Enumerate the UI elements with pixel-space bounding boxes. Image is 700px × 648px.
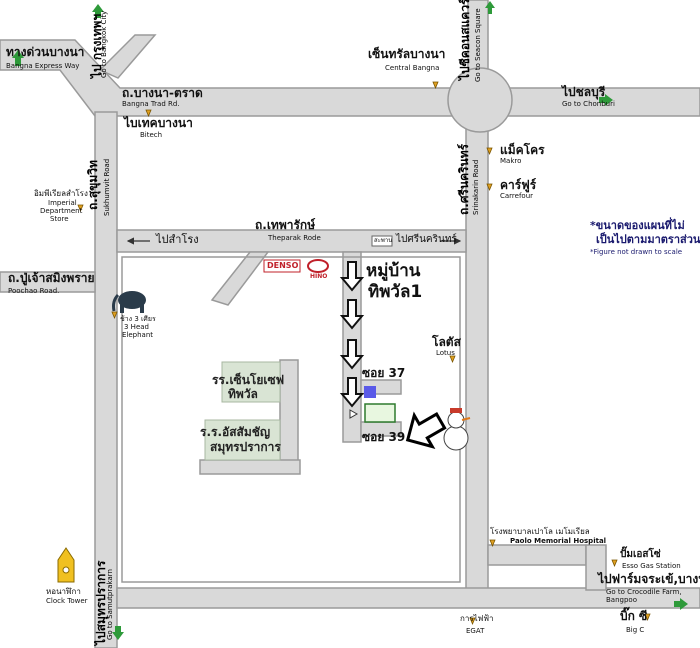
carrefour-en: Carrefour <box>500 192 534 200</box>
central-en: Central Bangna <box>385 64 440 72</box>
bangna-expressway-label: ทางด่วนบางนา <box>6 45 85 59</box>
bangna-trad-en: Bangna Trad Rd. <box>122 100 180 108</box>
roundabout <box>447 67 513 133</box>
imperial-label: อิมพีเรียลสำโรง <box>34 189 88 198</box>
central-label: เซ็นทรัลบางนา <box>368 47 446 61</box>
paolo-en: Paolo Memorial Hospital <box>510 537 607 545</box>
esso-road-vert <box>585 544 607 591</box>
paolo-label: โรงพยาบาลเปาโล เมโมเรียล <box>490 527 590 536</box>
bangna-expressway-en: Bangna Express Way <box>6 62 80 70</box>
hino-label: HINO <box>310 273 328 280</box>
bangkok-city-diagonal <box>98 34 157 79</box>
elephant-icon <box>112 291 146 313</box>
esso-road <box>487 544 587 566</box>
clock-en: Clock Tower <box>46 597 88 605</box>
denso-logo <box>263 259 301 273</box>
poochao-road <box>0 271 96 293</box>
go-crocodile-en2: Bangpoo <box>606 596 637 604</box>
go-samutprakarn-en: Go to Samutprakarn <box>106 569 114 640</box>
lotus-en: Lotus <box>436 349 455 357</box>
imperial-en1: Imperial <box>48 199 77 207</box>
makro-label: แม็คโคร <box>500 143 545 157</box>
carrefour-label: คาร์ฟูร์ <box>500 178 537 192</box>
soi39-label: ซอย 39 <box>362 430 406 444</box>
blue-marker <box>364 386 376 398</box>
sukhumvit-label: ถ.สุขุมวิท <box>86 160 100 210</box>
bigc-label: บิ๊ก ซี <box>620 609 648 623</box>
theparak-en: Theparak Rode <box>268 234 321 242</box>
inner-road-diagonal <box>210 251 270 306</box>
go-crocodile-label: ไปฟาร์มจระเข้,บางปู <box>598 572 700 586</box>
green-arrows <box>12 1 688 640</box>
lotus-label: โลตัส <box>432 335 461 349</box>
go-bangkok-en: Go to Bangkok City <box>100 10 108 78</box>
soi37-label: ซอย 37 <box>362 366 406 380</box>
go-seacon-label: ไปซีคอนสแควร์ <box>458 0 472 80</box>
denso-label: DENSO <box>267 261 299 270</box>
elephant-label: ช้าง 3 เศียร <box>120 315 156 323</box>
school1-line1: รร.เซ็นโยเซฟ <box>212 373 285 387</box>
go-seacon-en: Go to Seacon Square <box>474 8 482 82</box>
bigc-en: Big C <box>626 626 645 634</box>
bridge-sign: สะพาน <box>374 237 393 244</box>
bottom-road <box>116 587 700 609</box>
bangna-trad-label: ถ.บางนา-ตราด <box>122 86 203 100</box>
go-crocodile-en1: Go to Crocodile Farm, <box>606 588 682 596</box>
clock-label: หอนาฬิกา <box>46 587 81 596</box>
egat-label: การไฟฟ้า <box>460 614 494 623</box>
sukhumvit-road <box>94 111 118 648</box>
egat-en: EGAT <box>466 627 485 635</box>
makro-en: Makro <box>500 157 522 165</box>
hino-logo <box>307 259 329 273</box>
village-line1: หมู่บ้าน <box>366 261 421 281</box>
school2-line1: ร.ร.อัสสัมชัญ <box>200 425 271 439</box>
clock-tower-icon <box>57 547 75 583</box>
theparak-label: ถ.เทพารักษ์ <box>255 218 316 232</box>
go-chonburi-en: Go to Chonburi <box>562 100 615 108</box>
poochao-label: ถ.ปู่เจ้าสมิงพราย <box>8 271 95 285</box>
imperial-en2: Department <box>40 207 83 215</box>
sukhumvit-en: Sukhumvit Road <box>103 158 111 216</box>
school-2-block <box>204 419 281 461</box>
go-srinakarin-label: ไปศรีนครินทร์ <box>396 234 457 245</box>
inner-road-b <box>199 459 301 475</box>
school-1-block <box>221 361 281 403</box>
bitech-en: Bitech <box>140 131 163 139</box>
school1-line2: ทิพวัล <box>228 387 258 401</box>
destination-arrow <box>405 411 447 449</box>
note-line1: *ขนาดของแผนที่ไม่ <box>590 219 685 232</box>
elephant-en1: 3 Head <box>124 323 149 331</box>
village-line2: ทิพวัล1 <box>368 282 423 302</box>
poochao-en: Poochao Road. <box>8 287 60 295</box>
bitech-label: ไบเทคบางนา <box>124 116 193 130</box>
snowman-icon <box>443 408 471 451</box>
esso-label: ปั๊มเอสโซ่ <box>620 549 661 560</box>
village-arrows <box>339 261 365 408</box>
imperial-en3: Store <box>50 215 69 223</box>
srinakarin-en: Srinakarin Road <box>472 159 480 215</box>
esso-en: Esso Gas Station <box>622 562 681 570</box>
note-line2: เป็นไปตามมาตราส่วน <box>596 233 700 246</box>
site-marker <box>364 403 396 423</box>
elephant-en2: Elephant <box>122 331 154 339</box>
landmark-pins <box>77 81 651 626</box>
go-samrong-label: ไปสำโรง <box>156 233 199 246</box>
bangna-trad-road <box>0 39 471 117</box>
go-chonburi-label: ไปชลบุรี <box>562 85 606 99</box>
school2-line2: สมุทรปราการ <box>210 440 281 454</box>
note-line3: *Figure not drawn to scale <box>590 248 683 256</box>
